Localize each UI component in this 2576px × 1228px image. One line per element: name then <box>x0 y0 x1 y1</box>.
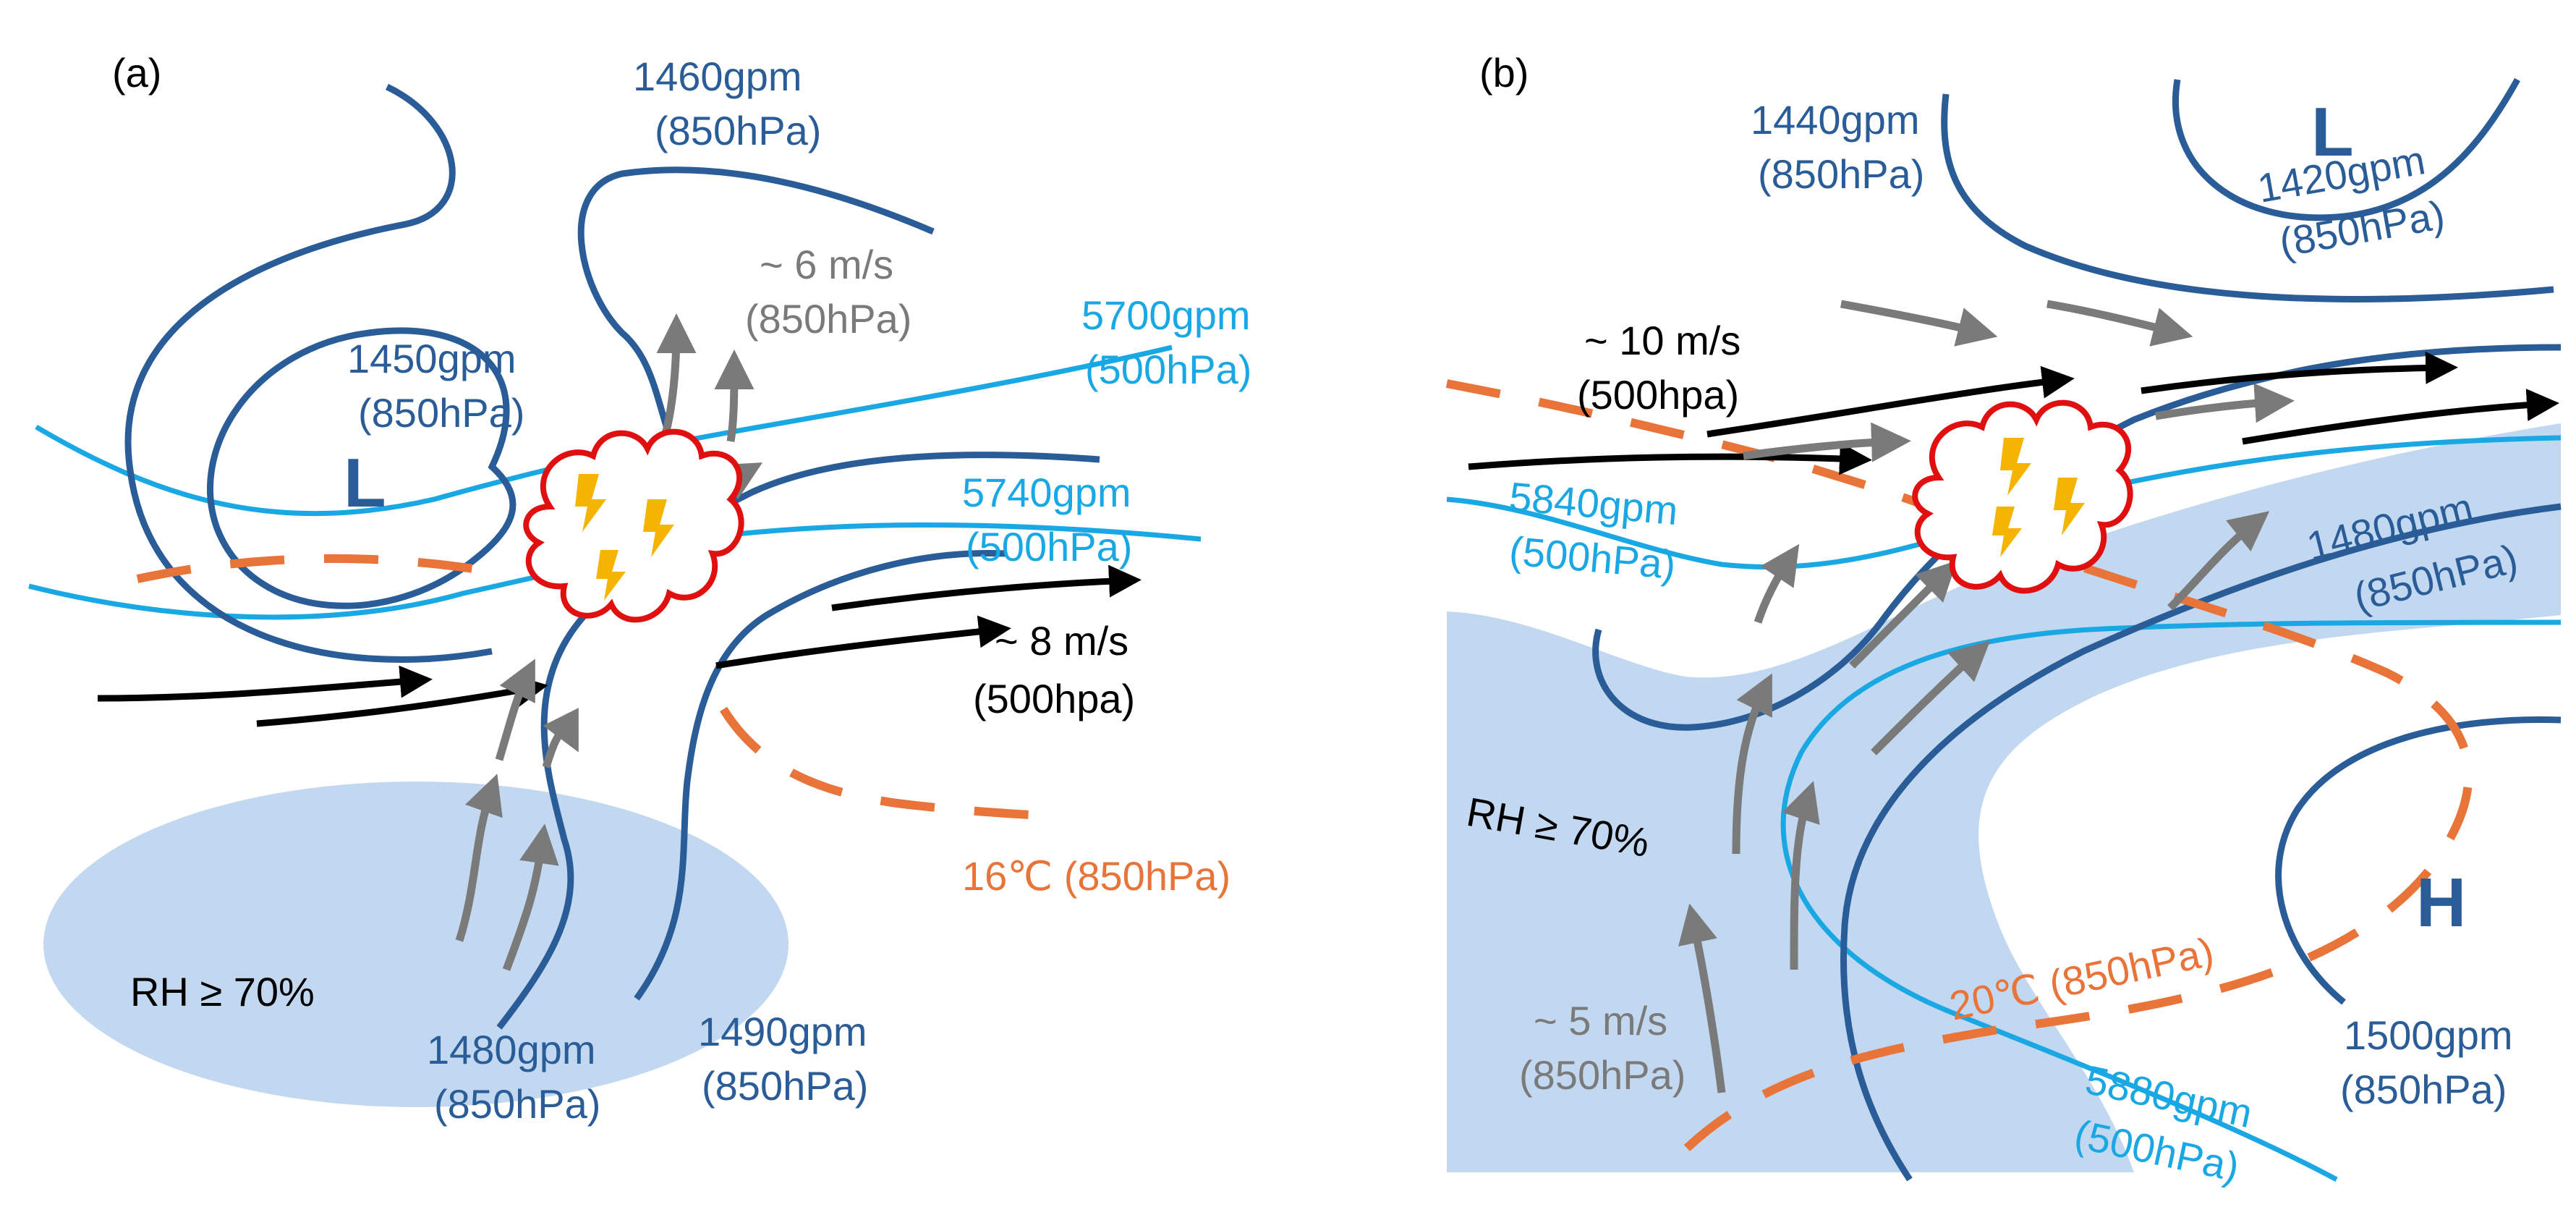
panel-b-tag: (b) <box>1479 50 1529 96</box>
isotherm-16-line-east <box>719 706 1057 821</box>
contour-5700-level: (500hPa) <box>1085 347 1251 392</box>
wind-arrow-850-a5 <box>656 313 697 436</box>
isotherm-20-line-east <box>1660 531 2473 1175</box>
wind-500-speed-a: ~ 8 m/s <box>995 618 1128 664</box>
contour-1440-value: 1440gpm <box>1751 97 1920 143</box>
contour-1490-level: (850hPa) <box>702 1063 868 1109</box>
contour-5740-value: 5740gpm <box>962 470 1131 515</box>
contour-1450-line <box>207 327 517 609</box>
wind-arrow-850-a1 <box>455 774 503 942</box>
high-symbol-b: H <box>2416 864 2466 941</box>
rh-humid-area <box>43 782 788 1107</box>
low-symbol-a: L <box>344 444 386 522</box>
wind-arrow-850-b7 <box>1849 560 1957 669</box>
contour-1440-level: (850hPa) <box>1758 151 1924 197</box>
contour-1460-level: (850hPa) <box>655 108 821 153</box>
wind-arrow-500-b4 <box>2242 389 2559 445</box>
wind-850-speed-b: ~ 5 m/s <box>1534 998 1667 1043</box>
panel-a: (a) L 1460gpm (850hPa) 1450gpm (850hPa) … <box>28 50 1251 1127</box>
contour-1450-value: 1450gpm <box>347 336 517 381</box>
contour-1420-line <box>2172 77 2520 221</box>
wind-850-speed-a: ~ 6 m/s <box>760 242 893 287</box>
wind-arrow-850-b9 <box>2167 511 2270 611</box>
rh-humid-area-b <box>1447 423 2561 1172</box>
contour-1500-line <box>2275 716 2562 1005</box>
storm-cloud-icon-b <box>1912 399 2133 594</box>
lightning-icon <box>575 474 674 601</box>
wind-arrow-500-a1 <box>97 665 433 702</box>
contour-1450-level: (850hPa) <box>358 390 524 436</box>
contour-1480-value: 1480gpm <box>427 1027 596 1072</box>
contour-1480-b-line <box>1840 503 2562 1182</box>
isotherm-16-line <box>136 554 493 583</box>
wind-850-level-a: (850hPa) <box>745 296 911 342</box>
contour-5740-level: (500hPa) <box>966 524 1132 569</box>
wind-arrow-500-b2 <box>1706 365 2075 438</box>
contour-5700-value: 5700gpm <box>1081 292 1251 338</box>
wind-arrow-850-b8 <box>1871 640 1991 755</box>
contour-low-outer-line <box>124 83 493 663</box>
wind-arrow-850-b5 <box>2155 383 2295 423</box>
wind-500-speed-b: ~ 10 m/s <box>1584 318 1740 363</box>
wind-arrow-850-b12 <box>1678 903 1726 1093</box>
wind-arrow-850-b2 <box>2046 300 2193 347</box>
contour-1480-level: (850hPa) <box>434 1081 600 1127</box>
wind-arrow-850-b10 <box>1732 673 1772 855</box>
contour-1500-level: (850hPa) <box>2340 1067 2507 1112</box>
contour-1490-value: 1490gpm <box>698 1009 867 1054</box>
wind-arrow-850-b1 <box>1840 300 1998 347</box>
wind-500-level-b: (500hpa) <box>1577 372 1739 418</box>
contour-1500-value: 1500gpm <box>2344 1012 2513 1058</box>
wind-850-level-b: (850hPa) <box>1519 1052 1686 1098</box>
lightning-icon-b <box>1992 438 2085 557</box>
wind-arrow-850-a6 <box>714 350 754 442</box>
wind-500-level-a: (500hpa) <box>973 676 1135 721</box>
contour-1460-value: 1460gpm <box>633 54 802 99</box>
contour-1460-line <box>577 166 935 517</box>
wind-arrow-500-a4 <box>831 564 1142 611</box>
wind-arrow-500-a3 <box>715 615 1011 669</box>
storm-cloud-icon <box>523 428 744 623</box>
wind-arrow-850-b3 <box>1743 422 1911 462</box>
isotherm-16-label: 16℃ (850hPa) <box>962 853 1230 899</box>
wind-arrow-850-a2 <box>502 823 559 971</box>
rh-label-a: RH ≥ 70% <box>130 969 315 1015</box>
wind-arrow-850-b6 <box>1754 543 1800 624</box>
contour-1440-line <box>1941 93 2554 302</box>
wind-arrow-500-b3 <box>2141 351 2458 394</box>
contour-5840-level: (500hPa) <box>1508 528 1678 588</box>
contour-5840-value: 5840gpm <box>1508 473 1680 533</box>
contour-1480-line <box>634 550 1006 1001</box>
low-symbol-b: L <box>2311 93 2354 171</box>
wind-arrow-850-a3 <box>495 659 535 761</box>
panel-b: (b) L H 1440gpm (850hPa) 1420gpm (850hPa… <box>1445 50 2562 1190</box>
wind-arrow-500-b1 <box>1468 442 1872 475</box>
panel-a-tag: (a) <box>112 50 161 96</box>
wind-arrow-850-a4 <box>542 708 579 768</box>
wind-arrow-850-b11 <box>1782 781 1820 970</box>
wind-arrow-500-a2 <box>256 674 548 727</box>
contour-5880-line <box>1780 619 2562 1182</box>
